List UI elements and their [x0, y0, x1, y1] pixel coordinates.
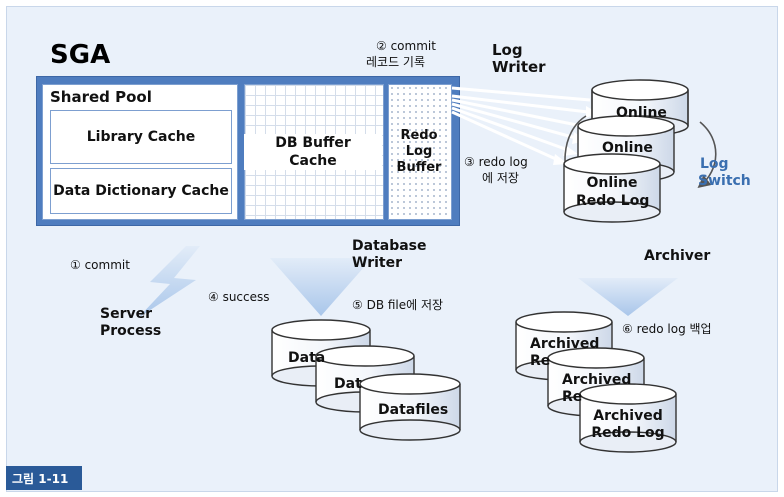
datafile-3-label: Datafiles — [378, 402, 449, 418]
step6-label: ⑥ redo log 백업 — [622, 322, 712, 336]
data-dictionary-cache-label: Data Dictionary Cache — [53, 183, 229, 199]
datafile-2-label: Dat — [334, 376, 362, 392]
figure-tag: 그림 1-11 — [6, 466, 82, 490]
online-3-label: Online Redo Log — [576, 175, 650, 209]
archived-1-label: Archived Re — [530, 336, 600, 369]
redo-log-buffer-label: Redo Log Buffer — [396, 128, 442, 175]
archiver-arrow — [578, 278, 678, 316]
data-dictionary-cache-box: Data Dictionary Cache — [50, 168, 232, 214]
archived-cylinder-3 — [579, 383, 677, 453]
log-ray-1 — [451, 94, 589, 114]
datafile-cylinder-3 — [359, 373, 461, 441]
online-redo-cylinder-3 — [563, 153, 661, 223]
log-writer-arrows — [451, 86, 591, 162]
sga-title: SGA — [50, 40, 111, 70]
archived-3-label: Archived Redo Log — [591, 408, 665, 441]
log-switch-label: Log Switch — [698, 156, 751, 189]
log-ray-4 — [451, 106, 569, 152]
commit-lightning-arrow — [138, 246, 200, 318]
log-ray-3 — [451, 102, 577, 140]
online-2-label: Online — [602, 140, 653, 156]
archiver-label: Archiver — [644, 248, 711, 264]
log-ray-6 — [451, 86, 591, 102]
step2-label: ② commit 레코드 기록 — [366, 39, 436, 69]
database-writer-label: Database Writer — [352, 238, 427, 271]
log-writer-label: Log Writer — [492, 41, 546, 76]
log-ray-5 — [451, 110, 559, 162]
server-process-label: Server Process — [100, 306, 162, 339]
database-writer-arrow — [270, 258, 372, 316]
online-1-label: Online — [616, 105, 667, 121]
library-cache-label: Library Cache — [86, 129, 196, 145]
log-ray-2 — [451, 98, 583, 128]
library-cache-box: Library Cache — [50, 110, 232, 164]
redo-log-buffer-box — [388, 84, 452, 220]
archived-2-label: Archived Re — [562, 372, 632, 405]
datafile-1-label: Data — [288, 350, 326, 366]
step3-label: ③ redo log 에 저장 — [464, 155, 528, 185]
log-switch-arrow-right — [697, 121, 717, 189]
step5-label: ⑤ DB file에 저장 — [352, 298, 444, 312]
shared-pool-label: Shared Pool — [50, 88, 152, 106]
db-buffer-cache-label: DB Buffer Cache — [244, 134, 382, 170]
step4-label: ④ success — [208, 290, 270, 304]
step1-label: ① commit — [70, 258, 130, 272]
